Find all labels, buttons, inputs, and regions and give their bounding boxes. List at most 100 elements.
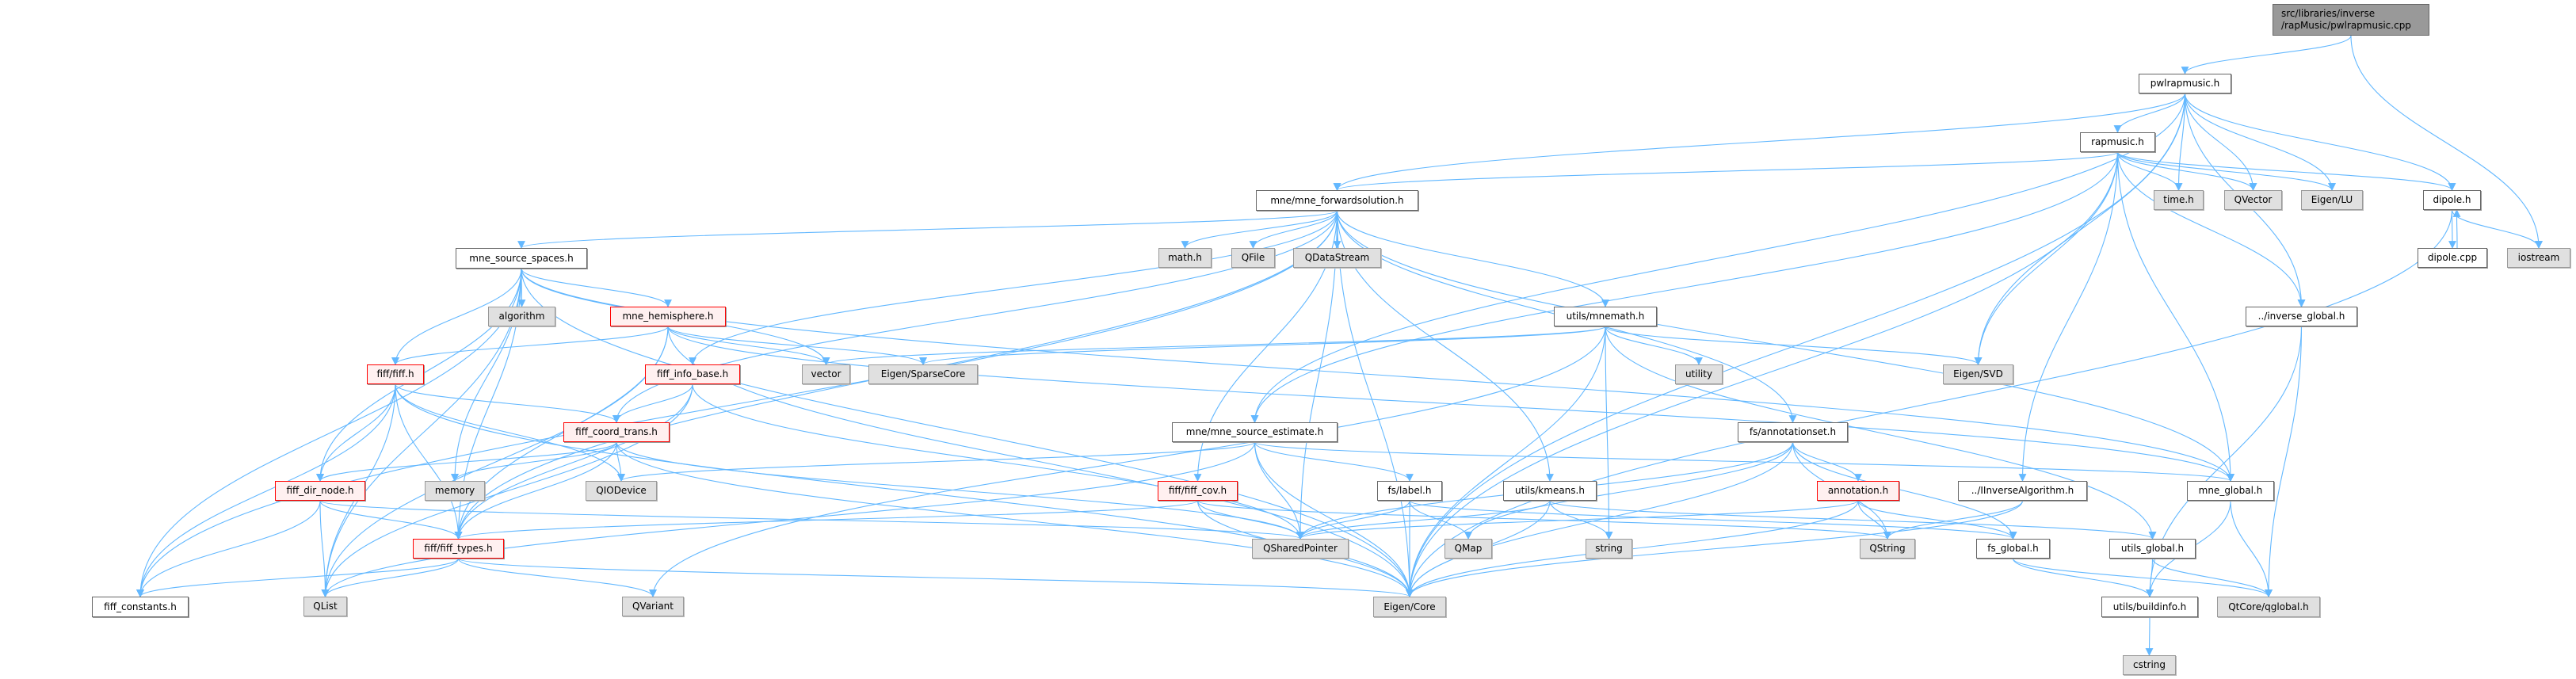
edge-dip-to-eigcore — [1406, 209, 2453, 597]
edge-mnemath-to-svd — [1605, 326, 1983, 365]
node-annot[interactable]: annotation.h — [1817, 481, 1899, 501]
edge-mneg-to-qglob — [2230, 500, 2273, 597]
node-iost: iostream — [2507, 248, 2570, 268]
node-fiff[interactable]: fiff/fiff.h — [367, 364, 424, 384]
edge-fwd-to-fconst — [136, 210, 1338, 597]
node-kmeans[interactable]: utils/kmeans.h — [1503, 481, 1597, 501]
node-cpp[interactable]: src/libraries/inverse /rapMusic/pwlrapmu… — [2273, 4, 2429, 36]
edge-fwd-to-finfo — [689, 210, 1338, 365]
edge-finfo-to-fct — [613, 383, 693, 423]
node-str: string — [1586, 539, 1632, 559]
node-qds: QDataStream — [1293, 248, 1381, 268]
edge-pwl-to-time — [2174, 93, 2186, 191]
node-ftypes[interactable]: fiff/fiff_types.h — [413, 539, 504, 559]
edge-fwd-to-qfile — [1249, 210, 1338, 249]
edge-fwd-to-eigcore — [1336, 210, 1414, 597]
node-alg: algorithm — [488, 307, 555, 326]
node-iinv[interactable]: ../IInverseAlgorithm.h — [1958, 481, 2087, 501]
node-math: math.h — [1158, 248, 1212, 268]
edge-dip-to-iost — [2451, 209, 2543, 249]
node-finfo[interactable]: fiff_info_base.h — [645, 364, 740, 384]
node-mneg[interactable]: mne_global.h — [2187, 481, 2274, 501]
edge-fiff-to-ftypes — [395, 383, 463, 540]
node-fct[interactable]: fiff_coord_trans.h — [563, 422, 670, 442]
edge-label-to-qsp — [1296, 500, 1410, 540]
edge-pwl-to-mse — [1250, 93, 2186, 423]
node-qsp: QSharedPointer — [1252, 539, 1349, 559]
node-mss[interactable]: mne_source_spaces.h — [456, 248, 587, 269]
edge-annot-to-fsg — [1857, 500, 2017, 540]
edge-fiff-to-fdn — [316, 383, 396, 482]
node-fconst[interactable]: fiff_constants.h — [92, 597, 189, 617]
node-annset[interactable]: fs/annotationset.h — [1738, 422, 1848, 442]
edge-annset-to-qmap — [1464, 441, 1794, 540]
node-cstr: cstring — [2123, 655, 2176, 675]
edge-mse-to-mneg — [1254, 441, 2234, 482]
edge-ftypes-to-qvar — [457, 558, 657, 597]
edge-fdn-to-qlist — [319, 500, 330, 597]
edge-pwl-to-svd — [1974, 93, 2186, 365]
edge-hemi-to-sparse — [667, 326, 927, 365]
edge-rap-to-fwd — [1333, 151, 2119, 191]
edge-cpp-to-pwl — [2181, 35, 2352, 74]
node-dip[interactable]: dipole.h — [2423, 190, 2481, 210]
node-util: utility — [1675, 364, 1723, 384]
edge-iinv-to-qstr — [1883, 500, 2024, 540]
node-fdn[interactable]: fiff_dir_node.h — [275, 481, 365, 501]
edge-fsg-to-qglob — [2012, 558, 2273, 597]
node-fsg[interactable]: fs_global.h — [1976, 539, 2050, 559]
edge-hemi-to-vec — [667, 326, 830, 365]
edge-fct-to-ftypes — [454, 441, 617, 540]
edge-fct-to-qsp — [616, 441, 1304, 540]
edge-mnemath-to-sparse — [919, 326, 1606, 365]
node-fcov[interactable]: fiff/fiff_cov.h — [1158, 481, 1238, 501]
node-invg[interactable]: ../inverse_global.h — [2246, 307, 2357, 326]
edge-mnemath-to-str — [1605, 326, 1613, 540]
edge-fiff-to-qio — [395, 383, 625, 482]
edge-mnemath-to-qvar — [649, 326, 1606, 597]
node-hemi[interactable]: mne_hemisphere.h — [610, 307, 726, 326]
edge-fwd-to-math — [1181, 210, 1338, 249]
edge-mse-to-eigcore — [1254, 441, 1414, 597]
edge-label-to-qmap — [1409, 500, 1472, 540]
node-rap[interactable]: rapmusic.h — [2080, 132, 2155, 152]
edge-ftypes-to-qlist — [321, 558, 460, 597]
node-utg[interactable]: utils_global.h — [2109, 539, 2196, 559]
edge-rap-to-invg — [2116, 151, 2306, 307]
node-label[interactable]: fs/label.h — [1377, 481, 1442, 501]
node-qstr: QString — [1860, 539, 1915, 559]
node-eigcore: Eigen/Core — [1373, 597, 1446, 617]
edge-kmeans-to-utg — [1549, 500, 2157, 540]
edge-mse-to-qio — [617, 441, 1256, 482]
node-qmap: QMap — [1444, 539, 1492, 559]
node-fwd[interactable]: mne/mne_forwardsolution.h — [1256, 190, 1418, 211]
edge-hemi-to-fiff — [391, 326, 669, 365]
edge-mss-to-hemi — [521, 268, 672, 307]
edge-mnemath-to-eigcore — [1406, 326, 1606, 597]
edge-mnemath-to-utg — [1605, 326, 2157, 540]
edge-rap-to-mneg — [2116, 151, 2234, 482]
node-mse[interactable]: mne/mne_source_estimate.h — [1172, 422, 1338, 442]
edge-finfo-to-qsp — [692, 383, 1304, 540]
edge-utg-to-build — [2146, 558, 2154, 597]
edge-mse-to-qsp — [1254, 441, 1304, 540]
edge-annset-to-annot — [1792, 441, 1862, 482]
node-eiglu: Eigen/LU — [2301, 190, 2363, 210]
edge-fwd-to-mnemath — [1336, 210, 1609, 307]
edge-mss-to-mem — [451, 268, 522, 482]
edge-fct-to-eigcore — [616, 441, 1414, 597]
node-dipcpp[interactable]: dipole.cpp — [2418, 248, 2487, 268]
edge-pwl-to-eiglu — [2184, 93, 2336, 191]
edge-ftypes-to-eigcore — [457, 558, 1414, 597]
edge-fwd-to-mneg — [1336, 210, 2234, 482]
node-build[interactable]: utils/buildinfo.h — [2101, 597, 2198, 617]
edge-fwd-to-mss — [517, 210, 1338, 249]
edge-fcov-to-qstr — [1196, 500, 1891, 540]
node-mnemath[interactable]: utils/mnemath.h — [1554, 307, 1657, 326]
node-pwl[interactable]: pwlrapmusic.h — [2139, 74, 2231, 93]
edge-ftypes-to-fconst — [136, 558, 460, 597]
edge-mse-to-qlist — [321, 441, 1256, 597]
edge-mnemath-to-vec — [822, 326, 1606, 365]
node-mem: memory — [425, 481, 485, 501]
